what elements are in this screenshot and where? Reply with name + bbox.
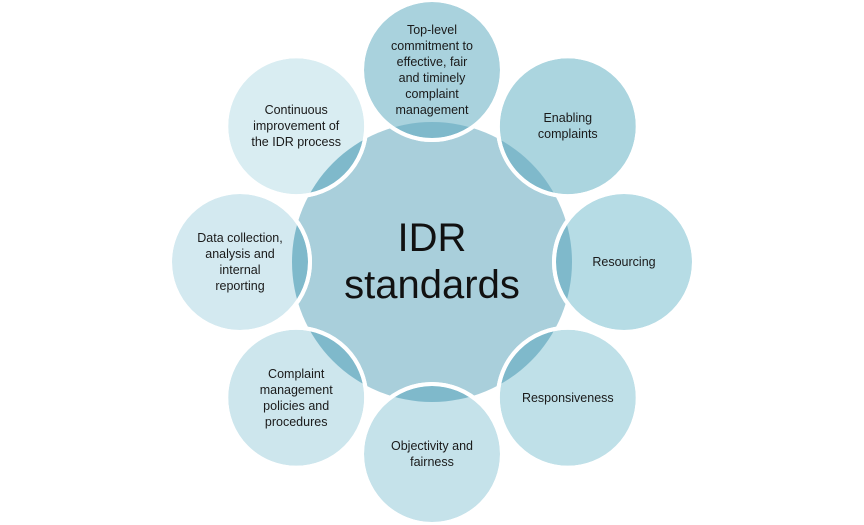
- node-label-responsiveness: Responsiveness: [521, 390, 614, 405]
- node-outline-policies: [224, 325, 369, 470]
- node-outline-resourcing: [552, 190, 696, 334]
- center-label: IDR standards: [344, 216, 520, 307]
- node-outline-data: [168, 190, 312, 334]
- node-label-data: Data collection, analysis and internal r…: [197, 231, 283, 293]
- node-label-objectivity: Objectivity and fairness: [391, 439, 473, 469]
- node-outline-enabling: [495, 54, 640, 199]
- node-outline-responsiveness: [495, 325, 640, 470]
- node-label-policies: Complaint management policies and proced…: [259, 366, 333, 429]
- node-label-commitment: Top-level commitment to effective, fair …: [391, 23, 473, 117]
- node-label-resourcing: Resourcing: [592, 255, 656, 269]
- node-outline-commitment: [360, 0, 504, 142]
- node-label-improvement: Continuous improvement of the IDR proces…: [251, 103, 341, 150]
- node-outline-improvement: [224, 54, 369, 199]
- center-circle: [292, 122, 572, 402]
- node-label-enabling: Enabling complaints: [537, 111, 598, 142]
- node-outline-objectivity: [360, 382, 504, 525]
